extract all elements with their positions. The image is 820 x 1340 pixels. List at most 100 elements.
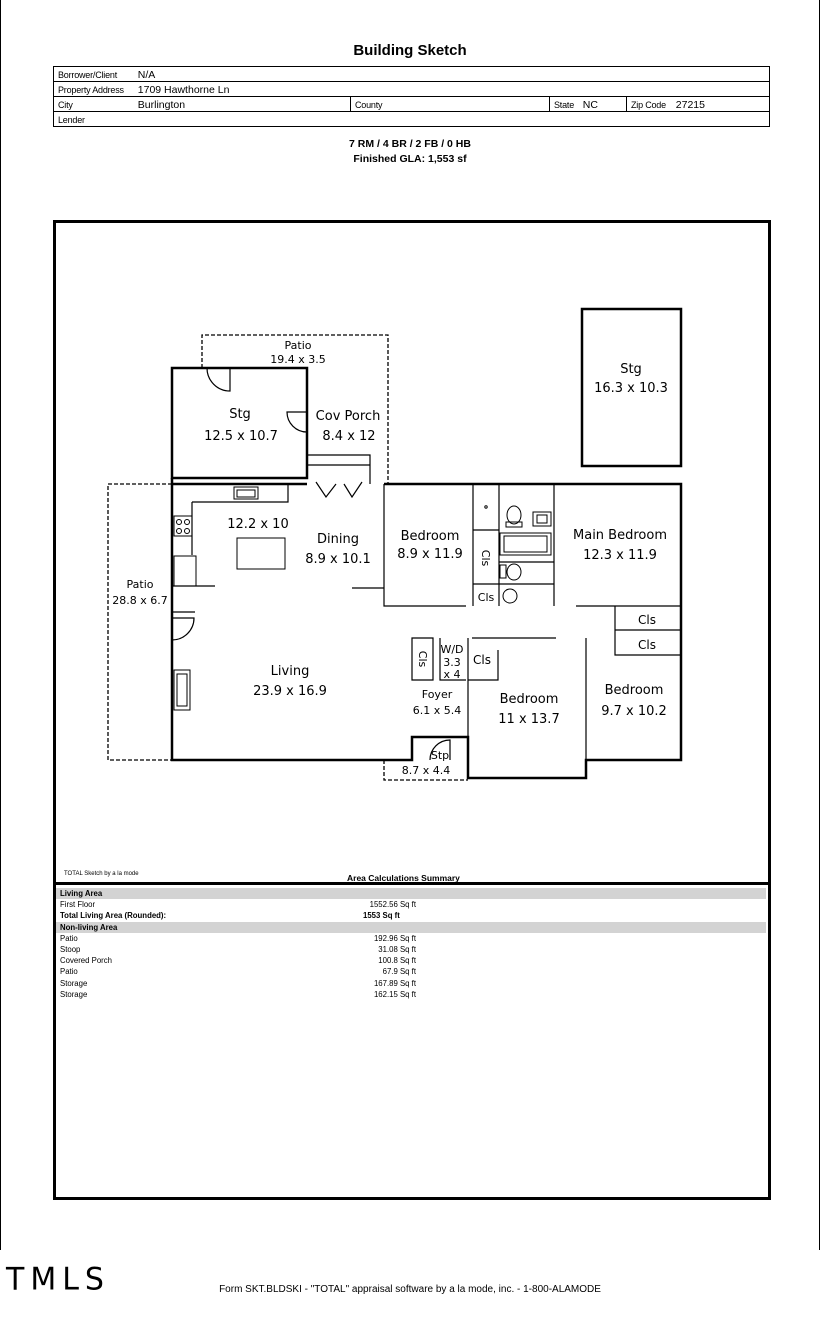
- area-row-value: 162.15 Sq ft: [373, 990, 416, 1000]
- foyer-dim: 6.1 x 5.4: [413, 704, 462, 717]
- borrower-value: N/A: [137, 69, 156, 81]
- area-row: Covered Porch 100.8 Sq ft: [56, 955, 766, 966]
- area-row: Stoop 31.08 Sq ft: [56, 944, 766, 955]
- stp-dim: 8.7 x 4.4: [402, 764, 451, 777]
- living-area-header: Living Area: [56, 888, 766, 899]
- county-label: County: [355, 100, 383, 110]
- interior-walls: [172, 454, 681, 760]
- closet-label: Cls: [416, 651, 429, 668]
- bedroom1-label: Bedroom: [401, 529, 460, 544]
- area-row-label: Stoop: [60, 944, 81, 954]
- area-row-label: Patio: [60, 933, 78, 943]
- room-count-summary: 7 RM / 4 BR / 2 FB / 0 HB: [349, 138, 471, 150]
- main-bedroom-dim: 12.3 x 11.9: [583, 548, 657, 563]
- page-title: Building Sketch: [353, 42, 467, 59]
- lender-label: Lender: [58, 115, 85, 125]
- area-row: Storage 162.15 Sq ft: [56, 989, 766, 1000]
- main-bedroom-label: Main Bedroom: [573, 528, 667, 543]
- stoop-outline: [383, 760, 468, 781]
- gla-summary: Finished GLA: 1,553 sf: [353, 153, 467, 165]
- address-value: 1709 Hawthorne Ln: [137, 84, 230, 96]
- dashed-areas: [107, 334, 468, 781]
- fixtures: [173, 486, 552, 711]
- house-outline: [170, 478, 683, 780]
- closet-label: Cls: [473, 653, 491, 667]
- total-living-row: Total Living Area (Rounded): 1553 Sq ft: [56, 910, 766, 921]
- closet-label: Cls: [478, 591, 495, 604]
- area-row-value: 67.9 Sq ft: [382, 967, 416, 977]
- city-label: City: [58, 100, 73, 110]
- doors: [171, 367, 451, 761]
- stg-right-label: Stg: [620, 362, 642, 377]
- wd-dim1: 3.3: [443, 656, 461, 669]
- property-header-table: Borrower/Client N/A Property Address 170…: [53, 66, 770, 127]
- wd-dim2: x 4: [443, 668, 460, 681]
- closet-label: Cls: [638, 638, 656, 652]
- closet-label: Cls: [479, 550, 492, 567]
- dining-dim: 8.9 x 10.1: [305, 552, 371, 567]
- page-edge-left: [0, 0, 1, 1250]
- area-divider: [53, 882, 771, 885]
- state-label: State: [554, 100, 575, 110]
- area-row-value: 100.8 Sq ft: [378, 956, 416, 966]
- city-row: City Burlington County State NC Zip Code…: [53, 96, 770, 112]
- sketch-caption: TOTAL Sketch by a la mode: [64, 871, 139, 877]
- area-row: Storage 167.89 Sq ft: [56, 978, 766, 989]
- exterior-walls: [170, 307, 683, 780]
- bedroom2-dim: 11 x 13.7: [498, 712, 559, 727]
- total-living-label: Total Living Area (Rounded):: [60, 911, 167, 921]
- stg-right-dim: 16.3 x 10.3: [594, 381, 668, 396]
- bedroom2-label: Bedroom: [500, 692, 559, 707]
- cov-porch-label: Cov Porch: [316, 409, 381, 424]
- state-value: NC: [582, 99, 598, 111]
- living-dim: 23.9 x 16.9: [253, 684, 327, 699]
- area-row-label: Storage: [60, 978, 88, 988]
- stg-left-label: Stg: [229, 407, 251, 422]
- patio-left-label: Patio: [127, 578, 154, 591]
- form-footer: Form SKT.BLDSKI - "TOTAL" appraisal soft…: [219, 1284, 601, 1295]
- area-row-value: 31.08 Sq ft: [378, 944, 416, 954]
- foyer-label: Foyer: [422, 688, 453, 701]
- first-floor-label: First Floor: [60, 900, 96, 909]
- wd-label: W/D: [440, 643, 463, 656]
- zip-value: 27215: [675, 99, 705, 111]
- city-value: Burlington: [137, 99, 186, 111]
- total-living-value: 1553 Sq ft: [363, 911, 400, 921]
- floor-plan: Patio 19.4 x 3.5 Stg 12.5 x 10.7 Cov Por…: [107, 307, 683, 781]
- first-floor-row: First Floor 1552.56 Sq ft: [56, 899, 766, 910]
- patio-top-outline: [201, 334, 389, 483]
- nonliving-area-header: Non-living Area: [56, 921, 766, 933]
- borrower-label: Borrower/Client: [58, 70, 118, 80]
- zip-label: Zip Code: [631, 100, 666, 110]
- closet-label: Cls: [638, 613, 656, 627]
- area-calculations: Living Area First Floor 1552.56 Sq ft To…: [56, 888, 766, 1000]
- stg-left-dim: 12.5 x 10.7: [204, 429, 278, 444]
- storage-left-walls: [170, 366, 309, 480]
- bedroom1-dim: 8.9 x 11.9: [397, 547, 463, 562]
- area-row: Patio 67.9 Sq ft: [56, 966, 766, 977]
- bedroom3-dim: 9.7 x 10.2: [601, 704, 667, 719]
- patio-left-dim: 28.8 x 6.7: [112, 594, 168, 607]
- patio-top-dim: 19.4 x 3.5: [270, 353, 326, 366]
- bedroom3-label: Bedroom: [605, 683, 664, 698]
- area-row-value: 192.96 Sq ft: [373, 933, 416, 943]
- area-row-label: Storage: [60, 990, 88, 1000]
- area-summary-title: Area Calculations Summary: [347, 873, 460, 883]
- stp-label: Stp: [431, 749, 449, 762]
- living-label: Living: [271, 664, 310, 679]
- dining-label: Dining: [317, 532, 359, 547]
- area-row: Patio 192.96 Sq ft: [56, 933, 766, 944]
- patio-left-outline: [107, 483, 172, 761]
- first-floor-value: 1552.56 Sq ft: [369, 900, 416, 909]
- cov-porch-dim: 8.4 x 12: [322, 429, 375, 444]
- area-row-label: Patio: [60, 967, 78, 977]
- patio-top-label: Patio: [285, 339, 312, 352]
- area-row-label: Covered Porch: [60, 956, 113, 966]
- lender-row: Lender: [53, 111, 770, 127]
- storage-right-walls: [580, 307, 683, 468]
- area-row-value: 167.89 Sq ft: [373, 978, 416, 988]
- kitchen-dim: 12.2 x 10: [227, 517, 288, 532]
- sketch-frame: [53, 220, 771, 1200]
- address-label: Property Address: [58, 85, 124, 95]
- tmls-logo: TMLS: [6, 1261, 110, 1298]
